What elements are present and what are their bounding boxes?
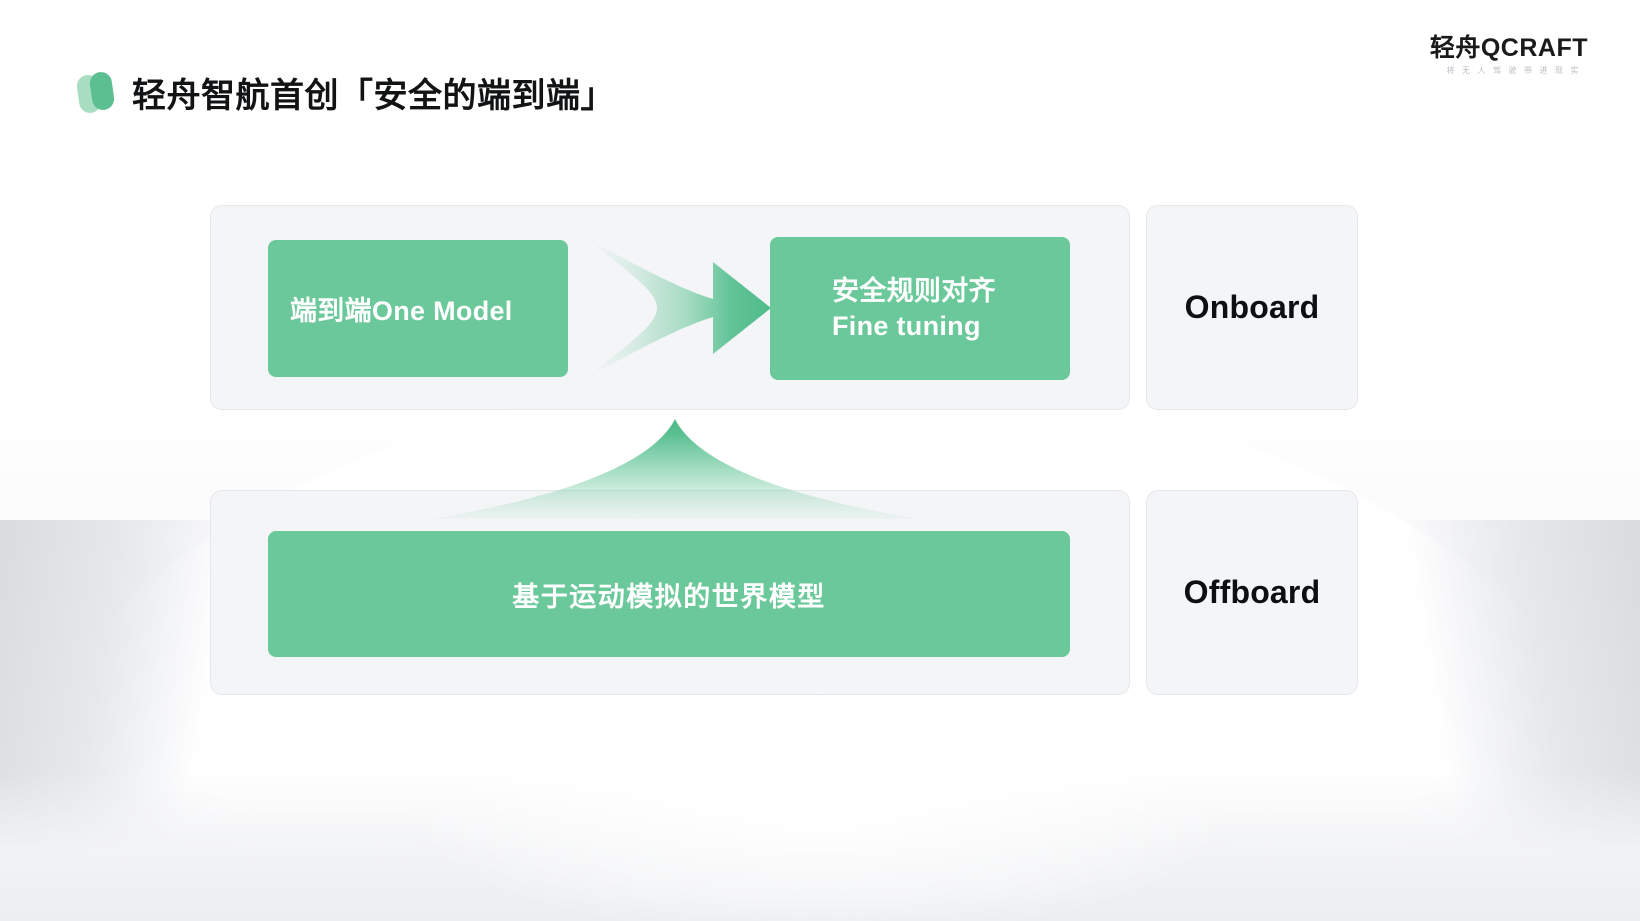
- block-world-model[interactable]: 基于运动模拟的世界模型: [268, 531, 1070, 657]
- block-fine-tuning[interactable]: 安全规则对齐 Fine tuning: [770, 237, 1070, 380]
- brand-logo: 轻舟QCRAFT 将无人驾驶带进现实: [1430, 36, 1588, 75]
- block-fine-tuning-label-line1: 安全规则对齐: [832, 276, 996, 307]
- block-one-model[interactable]: 端到端One Model: [268, 240, 568, 377]
- right-arrow-icon: [589, 240, 771, 376]
- offboard-label-card: [1146, 490, 1358, 695]
- page-title: 轻舟智航首创「安全的端到端」: [132, 77, 615, 115]
- offboard-label: Offboard: [1183, 574, 1321, 610]
- page-title-row: 轻舟智航首创「安全的端到端」: [75, 68, 615, 117]
- leaf-pill-icon: [75, 70, 118, 115]
- block-one-model-label: 端到端One Model: [290, 296, 513, 326]
- block-world-model-label: 基于运动模拟的世界模型: [512, 581, 826, 612]
- up-arrow-icon: [430, 419, 920, 519]
- onboard-label: Onboard: [1184, 289, 1320, 325]
- brand-tagline: 将无人驾驶带进现实: [1446, 66, 1586, 75]
- onboard-label-card: [1146, 205, 1358, 410]
- brand-name: 轻舟QCRAFT: [1429, 34, 1588, 62]
- block-fine-tuning-label-line2: Fine tuning: [832, 310, 981, 341]
- background-glow: [410, 690, 1230, 921]
